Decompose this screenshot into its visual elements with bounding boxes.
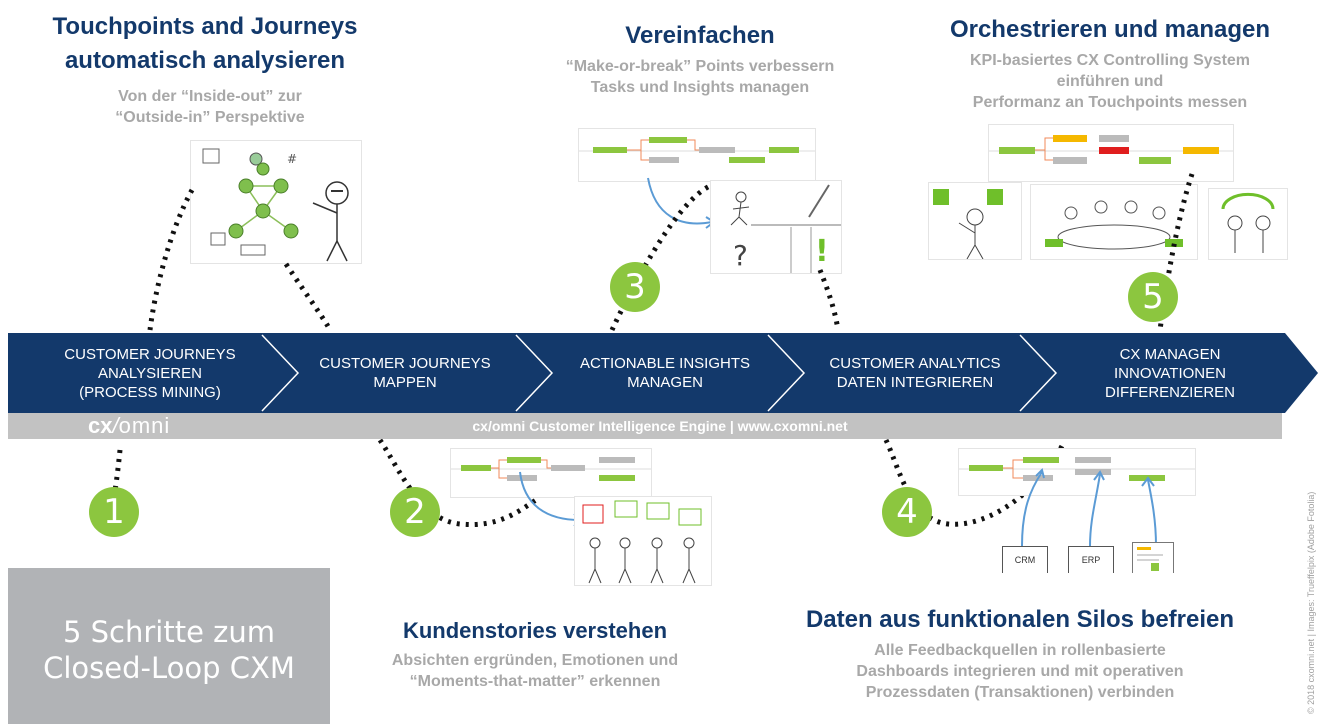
stories-illustration-icon	[582, 500, 702, 584]
subtitle-step-5-line2: einführen und	[1056, 73, 1164, 90]
subtitle-step-5-line1: KPI-basiertes CX Controlling System	[969, 52, 1251, 69]
subtitle-step-5-line3: Performanz an Touchpoints messen	[972, 94, 1248, 111]
copyright-vertical: © 2018 cxomni.net | Images: Trueffelpix …	[1306, 491, 1316, 714]
subtitle-step-4-line2: Dashboards integrieren und mit operative…	[856, 663, 1184, 680]
erp-box: ERP	[1068, 546, 1114, 573]
closed-loop-box: 5 Schritte zum Closed-Loop CXM	[8, 568, 330, 724]
sketch-network-analysis: #	[190, 140, 362, 264]
subtitle-step-4-line1: Alle Feedbackquellen in rollenbasierte	[874, 642, 1166, 659]
process-map-icon	[579, 137, 815, 163]
subtitle-step-4: Alle Feedbackquellen in rollenbasierte D…	[800, 640, 1240, 703]
subtitle-step-2: Absichten ergründen, Emotionen und “Mome…	[350, 650, 720, 692]
engine-bar-text: cx/omni Customer Intelligence Engine | w…	[472, 418, 848, 434]
step-number-4: 4	[882, 487, 932, 537]
meeting-illustration-icon	[1045, 200, 1183, 250]
sketch-process-map-2	[450, 448, 652, 498]
sketch-innovation	[1208, 188, 1288, 260]
network-illustration-icon: #	[202, 148, 349, 262]
logo-omni: omni	[118, 413, 171, 438]
blue-data-arrows	[1021, 468, 1157, 547]
subtitle-step-4-line3: Prozessdaten (Transaktionen) verbinden	[865, 684, 1175, 701]
step-number-3: 3	[610, 262, 660, 312]
title-step-1-line2: automatisch analysieren	[64, 47, 346, 74]
step-number-1: 1	[89, 487, 139, 537]
connector-4-top	[817, 269, 841, 331]
tasks-illustration-icon: ? !	[730, 184, 841, 273]
connector-2-bottom	[377, 438, 538, 528]
step-number-2: 2	[390, 487, 440, 537]
title-step-1-line1: Touchpoints and Journeys	[52, 13, 358, 40]
subtitle-step-1-line1: Von der “Inside-out” zur	[118, 88, 302, 105]
sketch-meeting	[1030, 184, 1198, 260]
subtitle-step-3-line2: Tasks und Insights managen	[590, 79, 810, 96]
exclamation-mark-text: !	[815, 234, 829, 269]
box-line1: 5 Schritte zum	[62, 615, 276, 649]
step-number-5: 5	[1128, 272, 1178, 322]
logo-cx: cx	[88, 413, 113, 438]
process-arrow-band	[8, 333, 1318, 413]
step-label-3: ACTIONABLE INSIGHTS MANAGEN	[579, 355, 751, 391]
title-step-5: Orchestrieren und managen	[949, 16, 1271, 43]
connector-4-bottom	[883, 438, 1067, 527]
sketch-stories	[574, 496, 712, 586]
sketch-process-map-5	[988, 124, 1234, 182]
connector-2-top	[283, 262, 333, 332]
process-map-2-icon	[451, 457, 651, 481]
feedback-doc	[1132, 542, 1174, 573]
kpi-process-map-icon	[989, 135, 1233, 164]
sketch-process-map-3	[578, 128, 816, 182]
step-label-2: CUSTOMER JOURNEYS MAPPEN	[319, 355, 491, 391]
crm-box: CRM	[1002, 546, 1048, 573]
subtitle-step-2-line2: “Moments-that-matter” erkennen	[409, 673, 661, 690]
connector-3	[609, 183, 712, 332]
subtitle-step-3-line1: “Make-or-break” Points verbessern	[565, 58, 835, 75]
connector-1-bottom	[112, 449, 123, 491]
document-icon	[1137, 547, 1163, 571]
question-mark-text: ?	[733, 239, 748, 272]
box-line2: Closed-Loop CXM	[43, 651, 295, 685]
step-label-4: CUSTOMER ANALYTICS DATEN INTEGRIEREN	[829, 355, 1001, 391]
sketch-puzzle	[928, 182, 1022, 260]
step-label-1: CUSTOMER JOURNEYS ANALYSIEREN (PROCESS M…	[64, 346, 236, 401]
innovation-illustration-icon	[1221, 192, 1275, 253]
erp-label: ERP	[1081, 555, 1101, 565]
title-step-4: Daten aus funktionalen Silos befreien	[805, 606, 1235, 633]
subtitle-step-2-line1: Absichten ergründen, Emotionen und	[391, 652, 679, 669]
title-step-1: Touchpoints and Journeys automatisch ana…	[40, 10, 370, 78]
closed-loop-box-text: 5 Schritte zum Closed-Loop CXM	[8, 614, 330, 686]
crm-label: CRM	[1014, 555, 1036, 565]
title-step-2: Kundenstories verstehen	[402, 618, 668, 643]
subtitle-step-1: Von der “Inside-out” zur “Outside-in” Pe…	[60, 86, 360, 128]
subtitle-step-1-line2: “Outside-in” Perspektive	[115, 109, 305, 126]
puzzle-illustration-icon	[933, 189, 1003, 259]
connector-1-top	[147, 188, 195, 331]
step-label-5: CX MANAGEN INNOVATIONEN DIFFERENZIEREN	[1104, 346, 1235, 401]
subtitle-step-3: “Make-or-break” Points verbessern Tasks …	[520, 56, 880, 98]
engine-bar	[8, 413, 1282, 439]
title-step-3: Vereinfachen	[625, 22, 775, 49]
logo-slash: /	[112, 413, 119, 438]
sketch-tasks: ? !	[710, 180, 842, 274]
subtitle-step-5: KPI-basiertes CX Controlling System einf…	[920, 50, 1300, 113]
svg-text:#: #	[287, 152, 297, 166]
cxomni-logo: cx/omni	[88, 413, 170, 439]
